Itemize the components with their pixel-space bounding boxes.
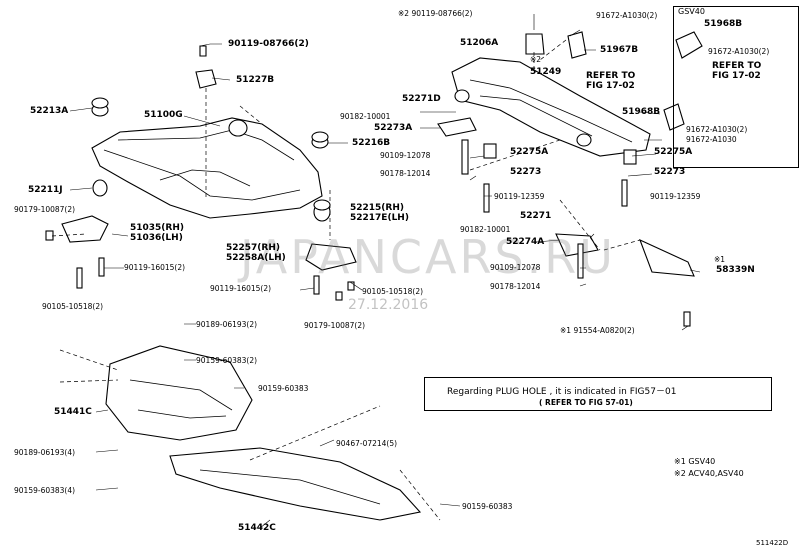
label-90159-60383-4[interactable]: 90159-60383(4) bbox=[14, 486, 76, 495]
label-52273-a[interactable]: 52273 bbox=[510, 167, 542, 177]
label-90105-10518-b[interactable]: 90105-10518(2) bbox=[362, 287, 424, 296]
label-90189-06193-2[interactable]: 90189-06193(2) bbox=[196, 320, 258, 329]
label-91672-a1030-b[interactable]: 91672-A1030(2) bbox=[708, 47, 770, 56]
label-fig-17-02-2[interactable]: FIG 17-02 bbox=[712, 71, 761, 81]
label-58339n[interactable]: 58339N bbox=[716, 265, 755, 275]
label-90109-12078-b[interactable]: 90109-12078 bbox=[490, 263, 541, 272]
gsv40-box-label: GSV40 bbox=[678, 7, 705, 16]
label-90178-12014-b[interactable]: 90178-12014 bbox=[490, 282, 541, 291]
label-52257[interactable]: 52257(RH) bbox=[226, 243, 280, 253]
front-crossmember-drawing bbox=[91, 45, 331, 222]
label-52215[interactable]: 52215(RH) bbox=[350, 203, 404, 213]
legend-note-2: ※2 ACV40,ASV40 bbox=[674, 469, 744, 478]
gsv40-detail-box: GSV40 bbox=[673, 6, 799, 168]
label-91672-a1030-a[interactable]: 91672-A1030(2) bbox=[596, 11, 658, 20]
label-91554-a0820[interactable]: ※1 91554-A0820(2) bbox=[560, 326, 635, 335]
label-90178-12014-a[interactable]: 90178-12014 bbox=[380, 169, 431, 178]
legend-note-1: ※1 GSV40 bbox=[674, 457, 716, 466]
label-51036[interactable]: 51036(LH) bbox=[130, 233, 183, 243]
label-52217e[interactable]: 52217E(LH) bbox=[350, 213, 409, 223]
plug-hole-note-reference[interactable]: ( REFER TO FIG 57-01) bbox=[539, 398, 633, 407]
label-52274a[interactable]: 52274A bbox=[506, 237, 545, 247]
label-90182-10001-a[interactable]: 90182-10001 bbox=[340, 112, 391, 121]
label-51249-note: ※2 bbox=[530, 55, 542, 64]
label-52211j[interactable]: 52211J bbox=[28, 185, 63, 195]
label-51035[interactable]: 51035(RH) bbox=[130, 223, 184, 233]
label-91672-a1030[interactable]: 91672-A1030 bbox=[686, 135, 737, 144]
watermark-site: JAPANCARS.RU bbox=[240, 230, 616, 284]
label-52275a-a[interactable]: 52275A bbox=[510, 147, 549, 157]
label-58339n-note: ※1 bbox=[714, 255, 726, 264]
label-refer-to-2[interactable]: REFER TO bbox=[712, 61, 762, 71]
bracket-52257-drawing bbox=[305, 243, 357, 271]
label-90119-16015-b[interactable]: 90119-16015(2) bbox=[210, 284, 272, 293]
label-52258a[interactable]: 52258A(LH) bbox=[226, 253, 286, 263]
label-90159-60383-b[interactable]: 90159-60383 bbox=[462, 502, 513, 511]
label-51206a[interactable]: 51206A bbox=[460, 38, 499, 48]
label-52275a-b[interactable]: 52275A bbox=[654, 147, 693, 157]
engine-under-cover-51442c-drawing bbox=[169, 447, 422, 521]
label-51227b[interactable]: 51227B bbox=[236, 75, 275, 85]
label-90105-10518-a[interactable]: 90105-10518(2) bbox=[42, 302, 104, 311]
label-90159-60383-2[interactable]: 90159-60383(2) bbox=[196, 356, 258, 365]
label-90119-12359-a[interactable]: 90119-12359 bbox=[494, 192, 545, 201]
label-51249[interactable]: 51249 bbox=[530, 67, 562, 77]
label-90119-16015-a[interactable]: 90119-16015(2) bbox=[124, 263, 186, 272]
label-52216b[interactable]: 52216B bbox=[352, 138, 391, 148]
label-90179-10087-left[interactable]: 90179-10087(2) bbox=[14, 205, 76, 214]
label-52273-b[interactable]: 52273 bbox=[654, 167, 686, 177]
label-90467-07214-5[interactable]: 90467-07214(5) bbox=[336, 439, 398, 448]
label-90179-10087-b[interactable]: 90179-10087(2) bbox=[304, 321, 366, 330]
label-51968b-top[interactable]: 51968B bbox=[704, 19, 743, 29]
label-52213a[interactable]: 52213A bbox=[30, 106, 69, 116]
watermark-date: 27.12.2016 bbox=[348, 297, 429, 313]
rear-subframe-drawing bbox=[437, 31, 703, 277]
label-90159-60383-a[interactable]: 90159-60383 bbox=[258, 384, 309, 393]
figure-number: 511422D bbox=[756, 539, 789, 547]
label-90109-12078-a[interactable]: 90109-12078 bbox=[380, 151, 431, 160]
label-90182-10001-b[interactable]: 90182-10001 bbox=[460, 225, 511, 234]
label-52271d[interactable]: 52271D bbox=[402, 94, 441, 104]
label-52271[interactable]: 52271 bbox=[520, 211, 552, 221]
label-90119-12359-b[interactable]: 90119-12359 bbox=[650, 192, 701, 201]
label-51968b-mid[interactable]: 51968B bbox=[622, 107, 661, 117]
label-91672-a1030-c[interactable]: 91672-A1030(2) bbox=[686, 125, 748, 134]
label-fig-17-02-1[interactable]: FIG 17-02 bbox=[586, 81, 635, 91]
plug-hole-note-box: Regarding PLUG HOLE , it is indicated in… bbox=[424, 377, 772, 411]
label-51967b[interactable]: 51967B bbox=[600, 45, 639, 55]
bracket-51035-drawing bbox=[61, 215, 109, 243]
label-90119-08766-top[interactable]: ※2 90119-08766(2) bbox=[398, 9, 473, 18]
label-90189-06193-4[interactable]: 90189-06193(4) bbox=[14, 448, 76, 457]
label-refer-to-1[interactable]: REFER TO bbox=[586, 71, 636, 81]
plug-hole-note-text: Regarding PLUG HOLE , it is indicated in… bbox=[447, 387, 677, 397]
label-51100g[interactable]: 51100G bbox=[144, 110, 183, 120]
label-51442c[interactable]: 51442C bbox=[238, 523, 276, 533]
label-51441c[interactable]: 51441C bbox=[54, 407, 92, 417]
label-90119-08766-left[interactable]: 90119-08766(2) bbox=[228, 39, 309, 49]
label-52273a[interactable]: 52273A bbox=[374, 123, 413, 133]
